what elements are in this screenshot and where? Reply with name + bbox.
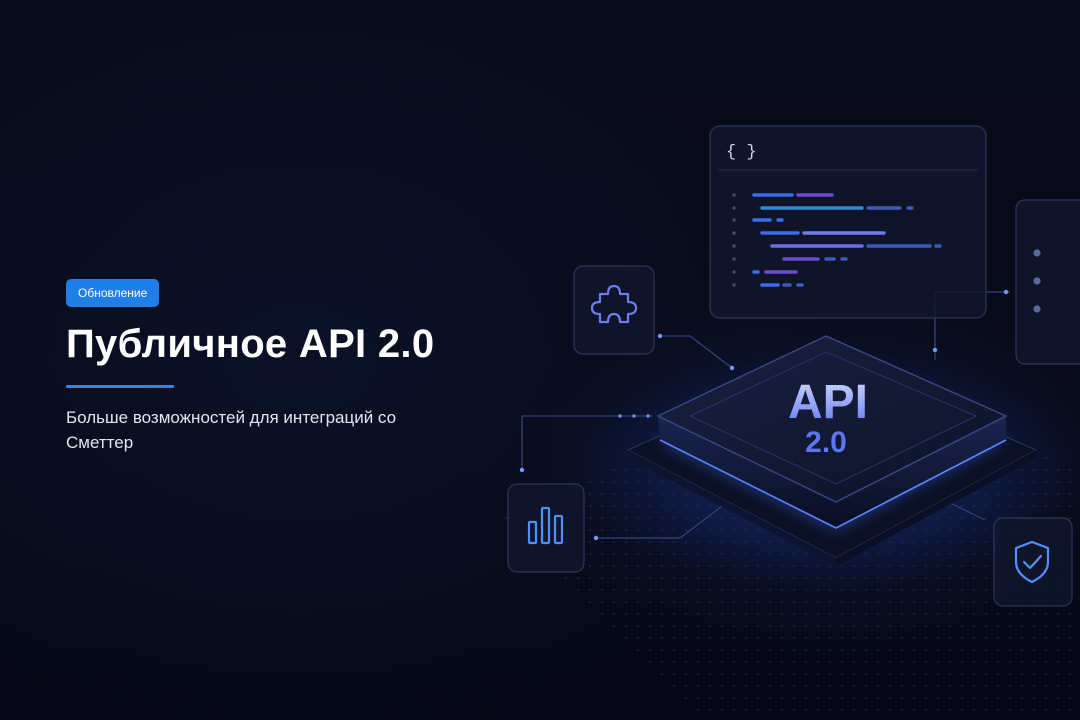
update-badge: Обновление (66, 279, 160, 307)
bar-chart-icon (527, 506, 564, 545)
platform-title: API (788, 376, 868, 429)
platform-version: 2.0 (805, 426, 847, 459)
shield-card (993, 517, 1073, 607)
list-card (1015, 199, 1080, 365)
api-platform: API 2.0 (626, 335, 1038, 566)
puzzle-card (573, 265, 655, 355)
code-lines (732, 193, 942, 287)
page-title: Публичное API 2.0 (66, 322, 435, 366)
title-underline (66, 385, 174, 388)
chart-card (507, 483, 585, 573)
list-icon (1033, 249, 1041, 313)
puzzle-icon (590, 284, 638, 324)
code-card: { } (709, 125, 987, 319)
page-subtitle: Больше возможностей для интеграций со См… (66, 408, 397, 452)
code-braces-icon: { } (726, 143, 757, 162)
shield-check-icon (1014, 540, 1050, 584)
hero-section: Обновление Публичное API 2.0 Больше возм… (66, 279, 486, 455)
